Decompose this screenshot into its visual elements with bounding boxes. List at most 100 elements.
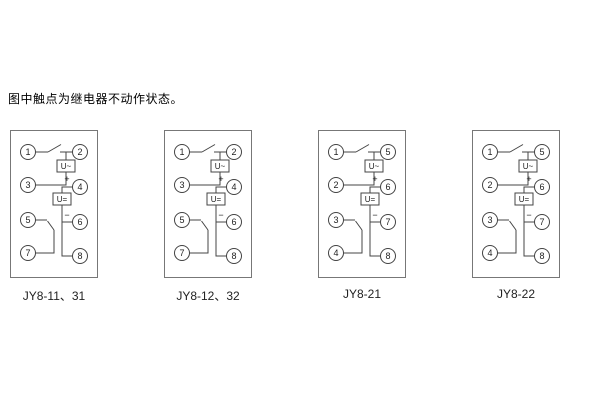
terminal-number: 8 [77,251,82,261]
terminal-number: 4 [77,182,82,192]
panel-border [318,130,406,278]
minus-sign: − [526,210,531,220]
note-text: 图中触点为继电器不动作状态。 [8,92,184,106]
terminal-number: 4 [231,182,236,192]
terminal-circle [174,212,190,228]
terminal-number: 7 [25,248,30,258]
terminal-number: 5 [539,147,544,157]
terminal-circle [380,214,396,230]
minus-sign: − [218,210,223,220]
panel-label: JY8-21 [342,287,382,301]
contact-blade [509,220,517,231]
terminal-number: 8 [385,251,390,261]
ac-coil-label: U~ [369,162,380,171]
ac-coil-label: U~ [523,162,534,171]
terminal-circle [380,144,396,160]
terminal-circle [72,214,88,230]
terminal-number: 3 [25,180,30,190]
contact-blade [355,220,363,231]
terminal-circle [380,248,396,264]
terminal-circle [482,144,498,160]
terminal-circle [482,177,498,193]
plus-sign: + [218,174,223,184]
wire [35,172,67,186]
terminal-circle [380,179,396,195]
panel-border [472,130,560,278]
contact-blade [47,220,55,231]
terminal-number: 6 [231,217,236,227]
dc-coil-label: U= [211,195,222,204]
ac-coil-label: U~ [61,162,72,171]
wire [61,186,73,193]
wire [497,172,529,186]
contact-blade [201,220,209,231]
terminal-number: 8 [231,251,236,261]
terminal-number: 7 [539,217,544,227]
terminal-number: 1 [179,147,184,157]
ac-coil-box [518,159,538,173]
terminal-number: 3 [179,180,184,190]
wire [523,186,535,193]
plus-sign: + [64,174,69,184]
minus-sign: − [372,210,377,220]
wire [497,230,517,254]
panel-border [164,130,252,278]
minus-sign: − [64,210,69,220]
wire [369,222,381,257]
terminal-circle [482,212,498,228]
panel-label: JY8-11、31 [22,289,86,303]
terminal-number: 6 [77,217,82,227]
dc-coil-label: U= [365,195,376,204]
terminal-circle [20,177,36,193]
ac-coil-label: U~ [215,162,226,171]
terminal-circle [226,248,242,264]
wire [189,172,221,186]
terminal-circle [174,144,190,160]
terminal-circle [328,177,344,193]
terminal-circle [534,248,550,264]
ac-coil-box [210,159,230,173]
terminal-number: 7 [385,217,390,227]
plus-sign: + [526,174,531,184]
terminal-circle [174,245,190,261]
contact-blade [355,144,370,153]
terminal-circle [20,245,36,261]
terminal-circle [226,214,242,230]
terminal-circle [174,177,190,193]
wire [343,172,375,186]
contact-blade [509,144,524,153]
terminal-circle [20,144,36,160]
ac-coil-box [56,159,76,173]
wire [61,222,73,257]
terminal-circle [328,245,344,261]
panel-label: JY8-12、32 [176,289,240,303]
contact-blade [201,144,216,153]
terminal-number: 3 [333,215,338,225]
wire [35,230,55,254]
dc-coil-label: U= [57,195,68,204]
terminal-circle [226,179,242,195]
dc-coil-box [514,192,534,206]
terminal-number: 2 [487,180,492,190]
wire [523,222,535,257]
dc-coil-box [52,192,72,206]
terminal-circle [20,212,36,228]
terminal-circle [226,144,242,160]
panel-border [10,130,98,278]
dc-coil-box [360,192,380,206]
wire [189,230,209,254]
terminal-number: 1 [333,147,338,157]
terminal-number: 5 [25,215,30,225]
terminal-number: 5 [385,147,390,157]
